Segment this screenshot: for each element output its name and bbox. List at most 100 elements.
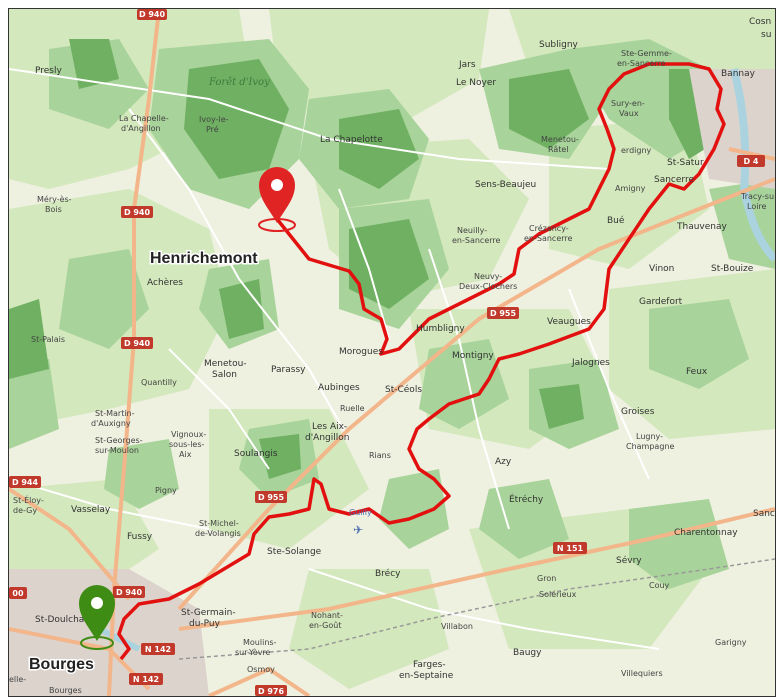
place-label: Villequiers <box>621 669 663 678</box>
place-label: Gardefort <box>639 297 683 307</box>
place-label: Gron <box>537 574 556 583</box>
place-label: Groises <box>621 407 655 417</box>
place-label: Ivoy-le- <box>199 115 229 124</box>
place-label: Méry-ès- <box>37 194 72 204</box>
place-label: Menetou- <box>541 135 579 144</box>
place-label: Loire <box>747 202 767 211</box>
place-label: Vignoux- <box>171 430 206 439</box>
place-label: en-Goût <box>309 621 341 630</box>
place-label: Thauvenay <box>676 222 728 232</box>
place-label: Sens-Beaujeu <box>475 180 536 190</box>
place-label: Subligny <box>539 40 579 50</box>
airport-label: Guilly <box>349 508 372 517</box>
place-label: Osmoy <box>247 665 275 674</box>
svg-text:D 944: D 944 <box>12 478 39 487</box>
map-pin-hole <box>91 597 103 609</box>
place-label: Moulins- <box>243 638 277 647</box>
road-label-n142-a: N 142 <box>141 643 175 655</box>
road-label-d944: D 944 <box>9 476 41 488</box>
place-label: Râtel <box>548 145 569 154</box>
place-label: Neuvy- <box>474 272 502 281</box>
place-label: Le Noyer <box>456 78 496 88</box>
road-label-n142-b: N 142 <box>129 673 163 685</box>
svg-text:D 4: D 4 <box>744 157 759 166</box>
place-label: en-Septaine <box>399 671 454 681</box>
place-label: Veaugues <box>547 317 591 327</box>
place-label: Aubinges <box>318 383 360 393</box>
marker-bourges[interactable]: Bourges <box>28 585 115 675</box>
place-label: Sance <box>753 509 775 519</box>
road-label-d940-b: D 940 <box>121 206 153 218</box>
place-label: su <box>761 30 771 40</box>
place-label: Solérieux <box>539 589 577 599</box>
road-label-d940-d: D 940 <box>113 586 145 598</box>
place-label: erdigny <box>621 146 652 155</box>
place-label: Salon <box>212 370 237 380</box>
place-label: sur-Moulon <box>95 446 139 455</box>
place-label: Soulangis <box>234 449 278 459</box>
place-label: Nohant- <box>311 611 343 620</box>
place-label: Les Aix- <box>312 422 347 432</box>
place-label: Fussy <box>127 532 153 542</box>
marker-henrichemont[interactable]: Henrichemont <box>149 167 296 269</box>
place-label: Presly <box>35 66 62 76</box>
place-label: Farges- <box>413 660 446 670</box>
place-label: Aix <box>179 450 192 459</box>
map-frame: D 940 D 940 D 940 D 940 D 955 D 955 D 94… <box>8 8 776 697</box>
place-label: Cosn <box>749 17 771 27</box>
river <box>730 68 775 262</box>
place-label: La Chapelotte <box>320 135 383 145</box>
place-label: Sury-en- <box>611 99 645 108</box>
place-label: Parassy <box>271 365 306 375</box>
place-label: St-Bouize <box>711 264 754 274</box>
place-label: Achères <box>147 277 183 288</box>
road-label-d940-c: D 940 <box>121 337 153 349</box>
place-label: Vinon <box>649 264 674 274</box>
place-label: St-Céols <box>385 384 422 395</box>
place-label: St-Georges- <box>95 436 143 445</box>
minor-roads <box>9 68 660 650</box>
place-label: Pigny <box>155 486 177 495</box>
place-label: St-Éloy- <box>13 494 44 505</box>
svg-text:N 151: N 151 <box>557 544 584 553</box>
place-label: Azy <box>495 457 512 467</box>
place-label: elle- <box>9 675 26 684</box>
place-label: Baugy <box>513 648 542 658</box>
place-label: Bourges <box>49 686 82 695</box>
svg-text:N 142: N 142 <box>133 675 159 684</box>
place-label: Quantilly <box>141 378 177 387</box>
map-pin-icon <box>79 585 115 641</box>
place-label: en-Sancerre <box>617 59 666 68</box>
map[interactable]: D 940 D 940 D 940 D 940 D 955 D 955 D 94… <box>9 9 775 696</box>
airplane-icon: ✈ <box>353 523 363 537</box>
road-label-d940-a: D 940 <box>137 9 167 20</box>
place-labels: Presly Jars Subligny Le Noyer Ste-Gemme-… <box>9 17 775 695</box>
place-label: de-Gy <box>13 506 37 515</box>
route-path[interactable] <box>117 62 726 661</box>
place-label: Menetou- <box>204 359 247 369</box>
place-label: Couy <box>649 581 670 590</box>
place-label: d'Auxigny <box>91 419 131 428</box>
svg-text:D 940: D 940 <box>116 588 143 597</box>
svg-text:N 142: N 142 <box>145 645 171 654</box>
place-label: Jars <box>458 60 476 70</box>
place-label: St-Satur <box>667 158 704 168</box>
place-label: Crézancy- <box>529 223 569 233</box>
svg-text:D 940: D 940 <box>124 208 151 217</box>
svg-text:00: 00 <box>12 589 24 598</box>
marker-label-henrichemont: Henrichemont <box>150 250 258 267</box>
place-label: Ruelle <box>340 404 365 413</box>
place-label: Lugny- <box>636 432 663 441</box>
place-label: St-Germain- <box>181 608 236 618</box>
place-label: Deux-Clochers <box>459 282 517 291</box>
place-label: Jalognes <box>571 358 610 368</box>
place-label: Morogues <box>339 347 383 357</box>
place-label: Ste-Solange <box>267 547 322 557</box>
svg-text:D 940: D 940 <box>124 339 151 348</box>
place-label: Sévry <box>616 555 642 566</box>
road-label-d976: D 976 <box>255 685 287 696</box>
place-label: Sancerre <box>654 175 694 185</box>
road-label-d4: D 4 <box>737 155 765 167</box>
place-label: Pré <box>206 124 219 134</box>
place-label: Étréchy <box>509 493 544 505</box>
